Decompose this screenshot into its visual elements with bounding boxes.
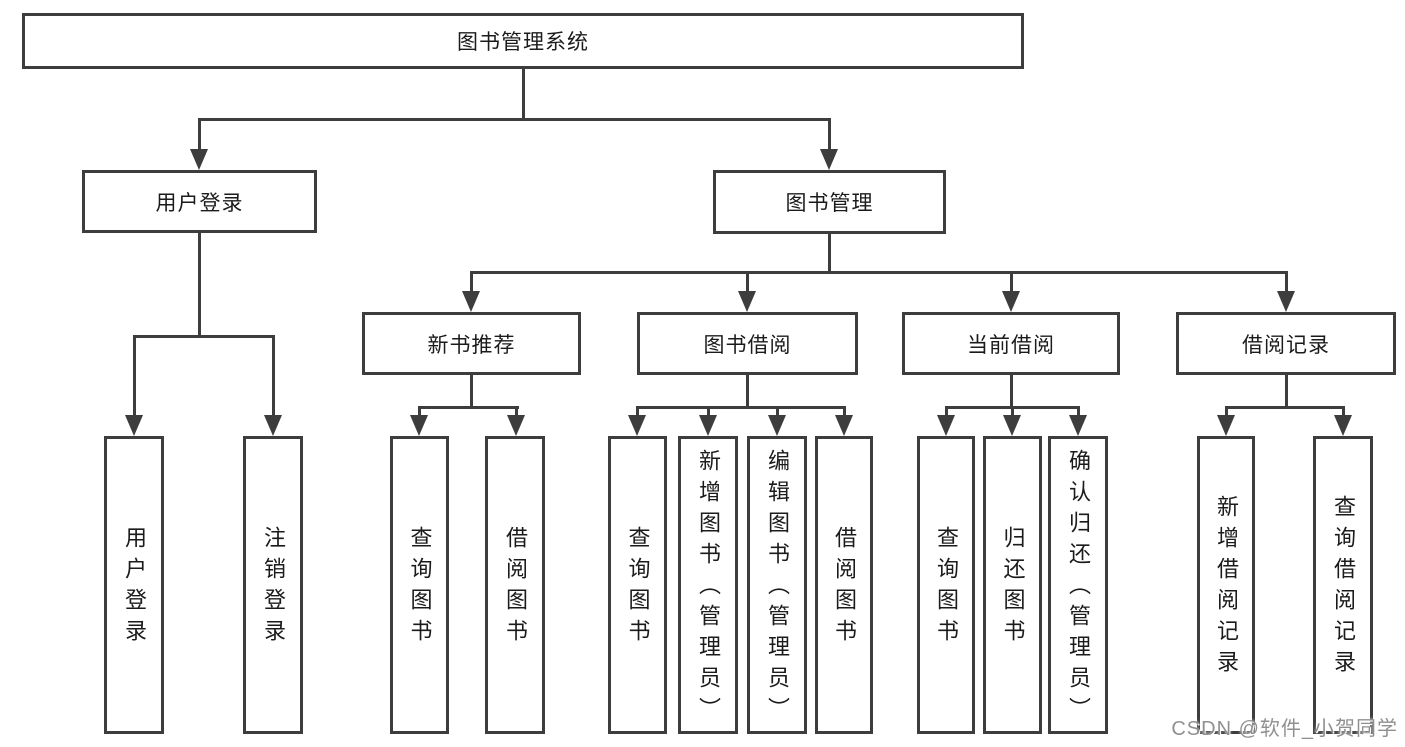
connector-line [1010, 375, 1013, 409]
connector-line [828, 118, 831, 154]
node-root: 图书管理系统 [22, 13, 1024, 69]
csdn-watermark: CSDN @软件_小贺同学 [1171, 718, 1398, 740]
arrow-down-icon [190, 149, 208, 170]
arrow-down-icon [1217, 415, 1235, 436]
leaf-borrow-query-books: 查询图书 [608, 436, 667, 734]
leaf-current-confirm-return-admin: 确认归还（管理员） [1048, 436, 1108, 734]
connector-line [636, 406, 846, 409]
leaf-newbook-borrow-books: 借阅图书 [485, 436, 545, 734]
leaf-user-login: 用户登录 [104, 436, 164, 734]
connector-line [828, 234, 831, 274]
leaf-borrow-edit-books-admin: 编辑图书（管理员） [747, 436, 807, 734]
connector-line [418, 406, 421, 418]
connector-line [746, 271, 749, 296]
connector-line [843, 406, 846, 418]
arrow-down-icon [1069, 415, 1087, 436]
connector-line [1285, 375, 1288, 409]
leaf-newbook-query-books: 查询图书 [390, 436, 449, 734]
arrow-down-icon [410, 415, 428, 436]
connector-line [1225, 406, 1345, 409]
connector-line [470, 375, 473, 409]
connector-line [133, 335, 136, 420]
connector-line [198, 118, 831, 121]
leaf-current-query-books: 查询图书 [917, 436, 975, 734]
leaf-record-query-borrow-record: 查询借阅记录 [1313, 436, 1373, 734]
node-book-borrow: 图书借阅 [637, 312, 858, 375]
connector-line [198, 118, 201, 154]
connector-line [470, 271, 473, 296]
node-borrow-record: 借阅记录 [1176, 312, 1396, 375]
connector-line [945, 406, 948, 418]
connector-line [470, 271, 1288, 274]
connector-line [133, 335, 275, 338]
arrow-down-icon [937, 415, 955, 436]
leaf-record-add-borrow-record: 新增借阅记录 [1197, 436, 1255, 734]
arrow-down-icon [820, 149, 838, 170]
connector-line [272, 335, 275, 420]
connector-line [1010, 271, 1013, 296]
connector-line [198, 233, 201, 338]
arrow-down-icon [1003, 415, 1021, 436]
connector-line [707, 406, 710, 418]
arrow-down-icon [462, 291, 480, 312]
leaf-logout: 注销登录 [243, 436, 303, 734]
connector-line [636, 406, 639, 418]
connector-line [1225, 406, 1228, 418]
arrow-down-icon [628, 415, 646, 436]
leaf-current-return-books: 归还图书 [983, 436, 1042, 734]
connector-line [746, 375, 749, 409]
node-user-login: 用户登录 [82, 170, 317, 233]
arrow-down-icon [699, 415, 717, 436]
arrow-down-icon [1277, 291, 1295, 312]
node-current-borrow: 当前借阅 [902, 312, 1120, 375]
arrow-down-icon [835, 415, 853, 436]
node-book-management: 图书管理 [713, 170, 946, 234]
connector-line [418, 406, 519, 409]
connector-line [515, 406, 518, 418]
leaf-borrow-borrow-books: 借阅图书 [815, 436, 873, 734]
connector-line [1077, 406, 1080, 418]
arrow-down-icon [738, 291, 756, 312]
connector-line [1342, 406, 1345, 418]
arrow-down-icon [507, 415, 525, 436]
arrow-down-icon [768, 415, 786, 436]
arrow-down-icon [125, 415, 143, 436]
leaf-borrow-add-books-admin: 新增图书（管理员） [678, 436, 738, 734]
arrow-down-icon [1002, 291, 1020, 312]
connector-line [1011, 406, 1014, 418]
connector-line [776, 406, 779, 418]
arrow-down-icon [264, 415, 282, 436]
connector-line [522, 69, 525, 121]
node-new-book-recommend: 新书推荐 [362, 312, 581, 375]
arrow-down-icon [1334, 415, 1352, 436]
connector-line [1285, 271, 1288, 296]
